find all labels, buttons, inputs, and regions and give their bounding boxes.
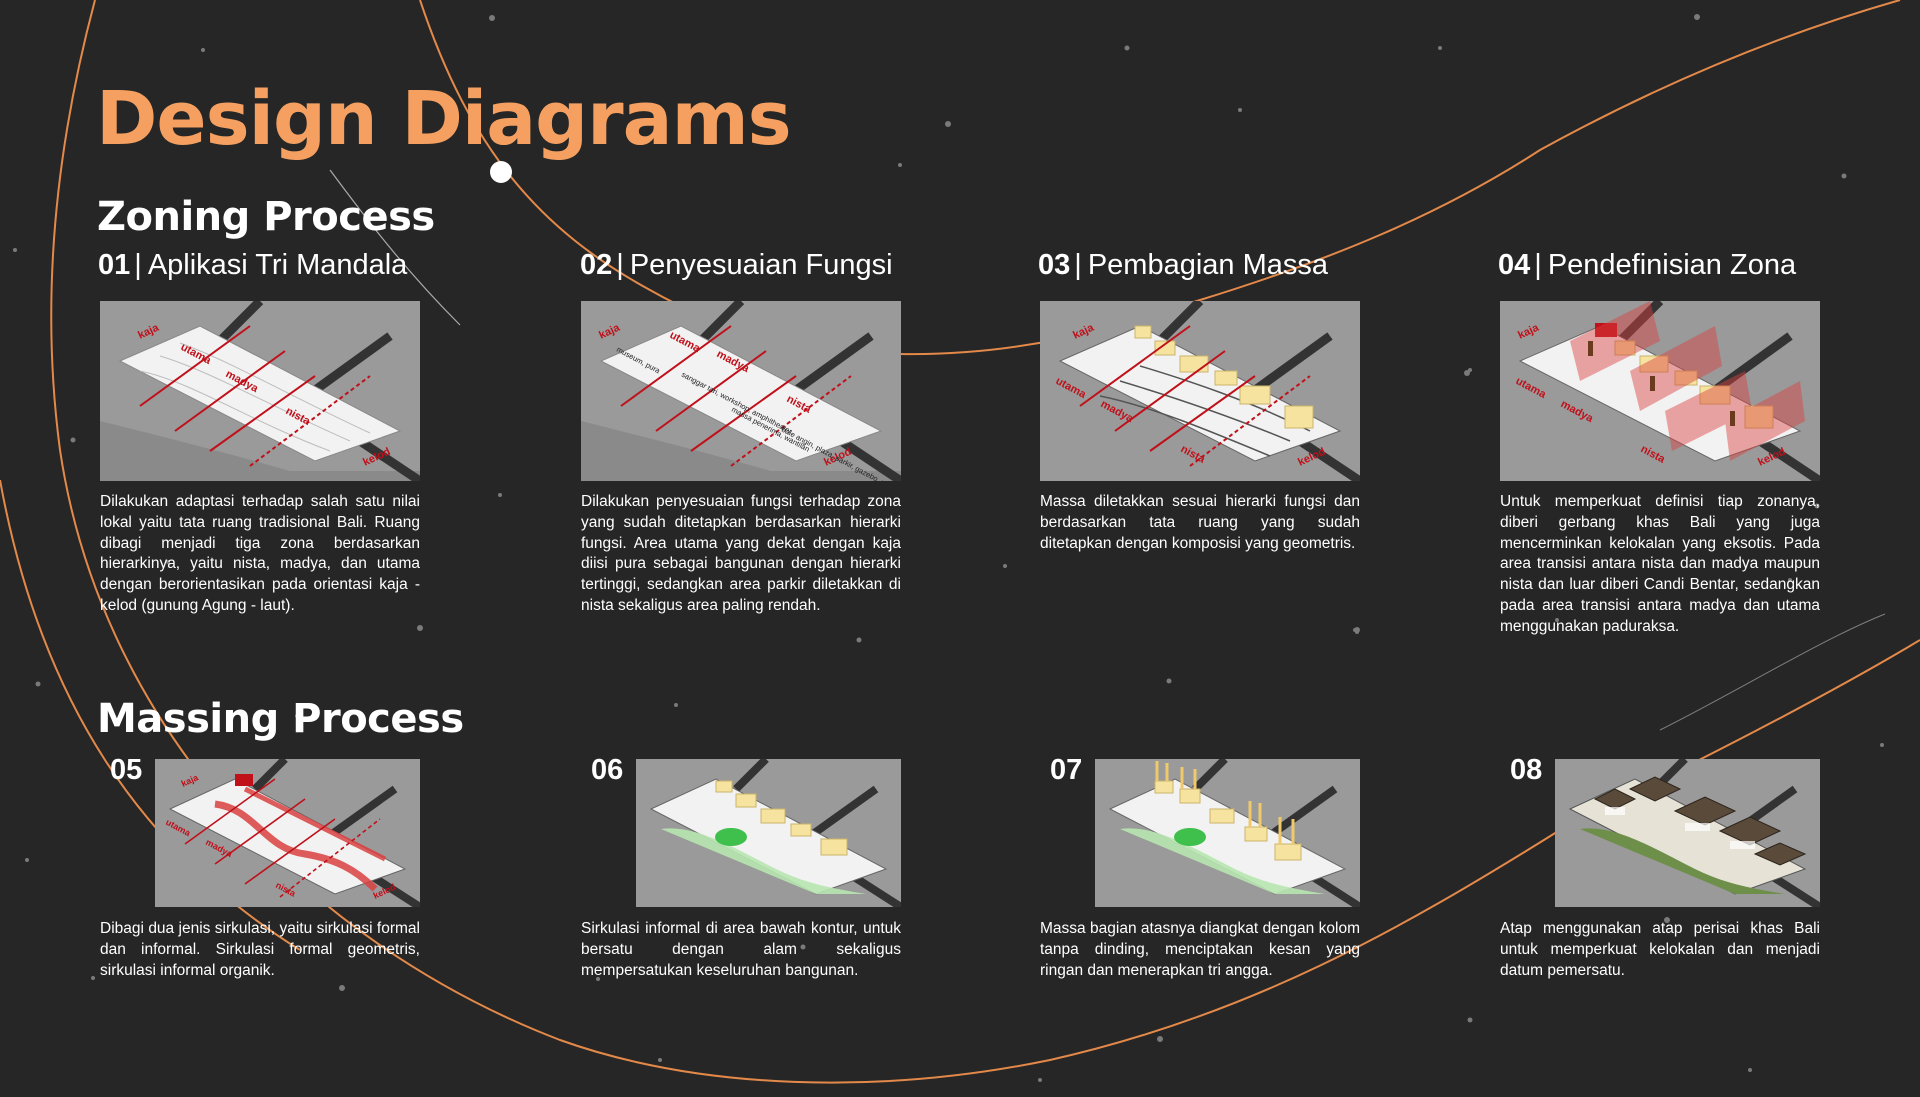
- step-07-number: 07: [1050, 754, 1083, 786]
- massing-section-title: Massing Process: [97, 696, 464, 742]
- zoning-section-title: Zoning Process: [97, 194, 435, 240]
- step-title: Aplikasi Tri Mandala: [147, 249, 408, 281]
- orbit-node-icon: [490, 161, 512, 183]
- step-title: Penyesuaian Fungsi: [629, 249, 893, 281]
- step-05-diagram: kaja utama madya nista kelod: [155, 759, 420, 907]
- step-08-diagram: [1555, 759, 1820, 907]
- step-title: Pendefinisian Zona: [1547, 249, 1797, 281]
- step-06-diagram: [636, 759, 901, 907]
- step-03-diagram: kaja utama madya nista kelod: [1040, 301, 1360, 481]
- step-number: 01: [98, 249, 131, 281]
- step-01-diagram: kaja utama madya nista kelod: [100, 301, 420, 481]
- step-04-description: Untuk memperkuat definisi tiap zonanya, …: [1500, 493, 1820, 635]
- step-04-heading: 04|Pendefinisian Zona: [1498, 249, 1797, 281]
- step-02-description: Dilakukan penyesuaian fungsi terhadap zo…: [581, 493, 901, 614]
- step-01-description: Dilakukan adaptasi terhadap salah satu n…: [100, 493, 420, 614]
- step-07-description: Massa bagian atasnya diangkat dengan kol…: [1040, 920, 1360, 979]
- step-title: Pembagian Massa: [1087, 249, 1328, 281]
- step-01-heading: 01|Aplikasi Tri Mandala: [98, 249, 408, 281]
- step-02-diagram: kaja utama madya nista kelod museum, pur…: [581, 301, 901, 481]
- step-number: 04: [1498, 249, 1531, 281]
- step-08-description: Atap menggunakan atap perisai khas Bali …: [1500, 920, 1820, 979]
- step-05-description: Dibagi dua jenis sirkulasi, yaitu sirkul…: [100, 920, 420, 979]
- step-05-number: 05: [110, 754, 143, 786]
- step-07-diagram: [1095, 759, 1360, 907]
- step-08-number: 08: [1510, 754, 1543, 786]
- step-06-description: Sirkulasi informal di area bawah kontur,…: [581, 920, 901, 979]
- page-title: Design Diagrams: [96, 76, 792, 162]
- step-02-heading: 02|Penyesuaian Fungsi: [580, 249, 893, 281]
- step-04-diagram: kaja utama madya nista kelod: [1500, 301, 1820, 481]
- step-number: 03: [1038, 249, 1071, 281]
- step-03-description: Massa diletakkan sesuai hierarki fungsi …: [1040, 493, 1360, 552]
- step-03-heading: 03|Pembagian Massa: [1038, 249, 1328, 281]
- step-06-number: 06: [591, 754, 624, 786]
- step-number: 02: [580, 249, 613, 281]
